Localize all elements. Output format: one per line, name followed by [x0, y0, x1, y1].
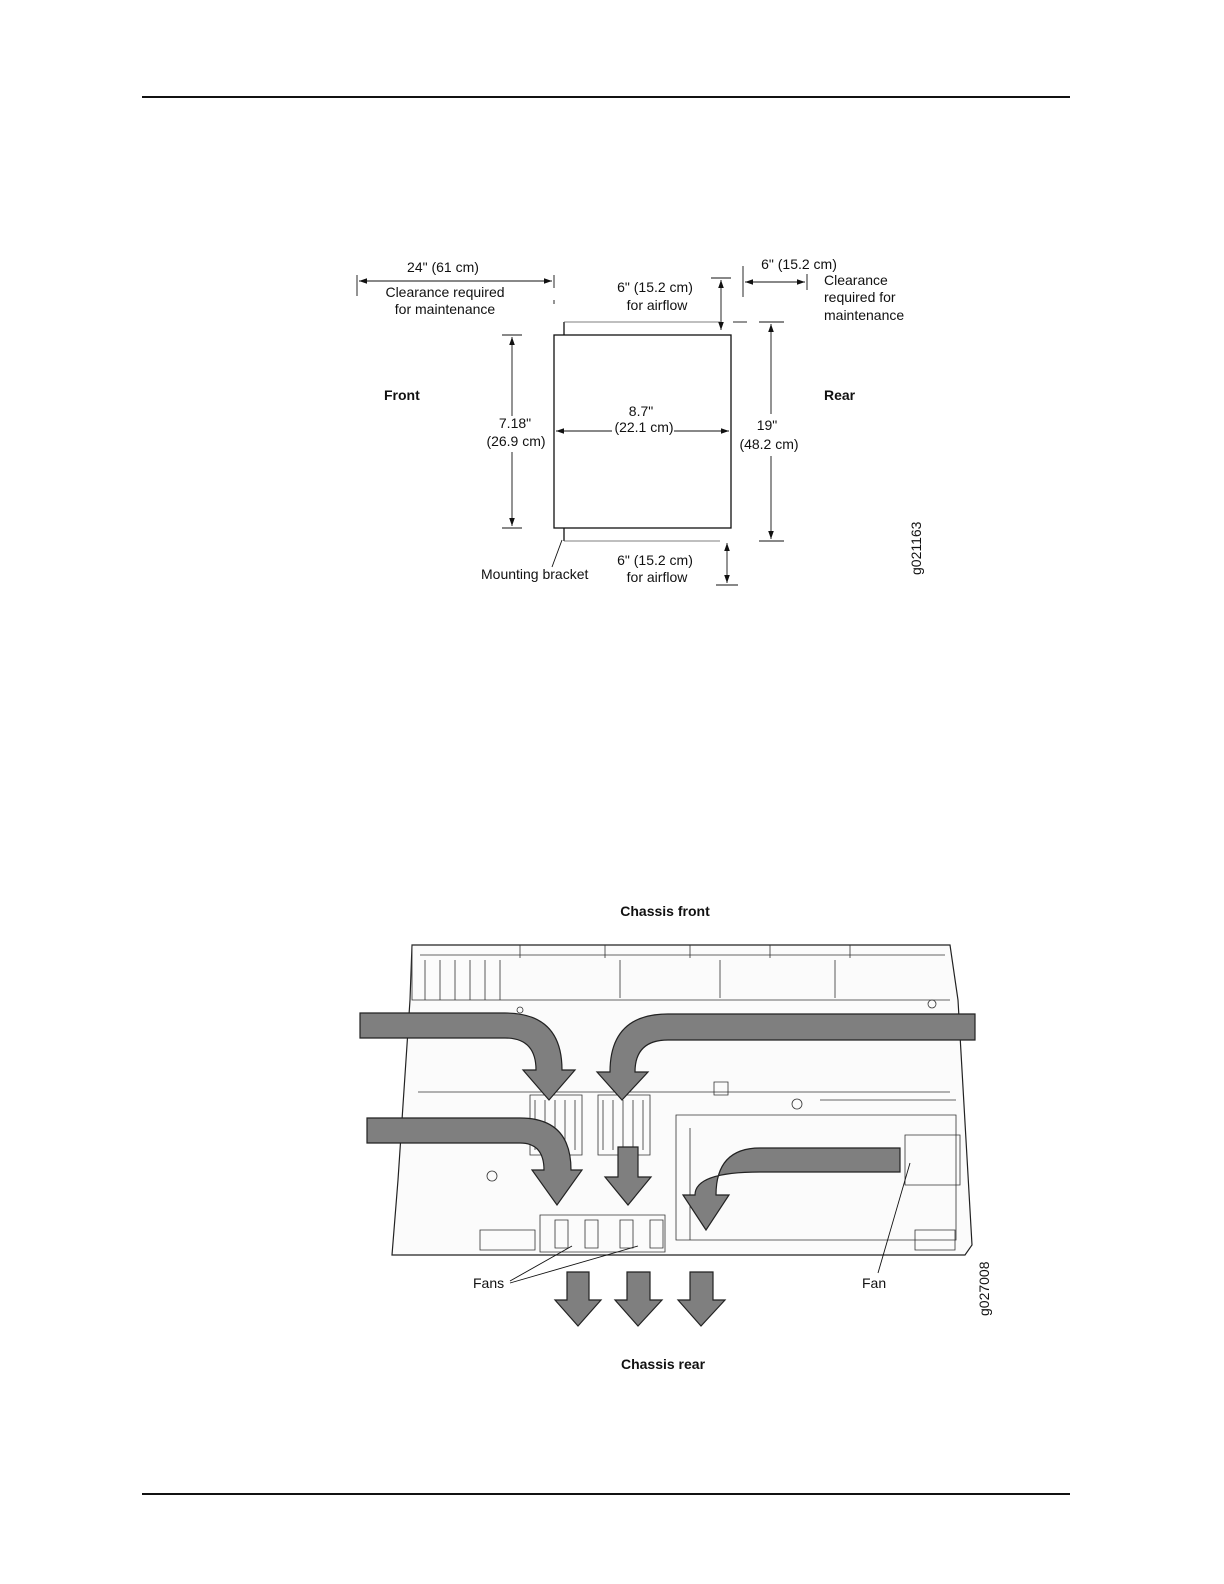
- chassis-rear-label: Chassis rear: [621, 1356, 706, 1372]
- depth-1: 19": [757, 417, 778, 433]
- figure-id-1: g021163: [908, 521, 924, 575]
- height-1: 7.18": [499, 415, 531, 431]
- airflow-arrow-exhaust-2: [615, 1272, 662, 1326]
- width-1: 8.7": [629, 403, 653, 419]
- clearance-maint-left-2: for maintenance: [395, 301, 496, 317]
- airflow-bottom-2: for airflow: [627, 569, 689, 585]
- height-2: (26.9 cm): [486, 433, 545, 449]
- clearance-diagram: 24" (61 cm) Clearance required for maint…: [357, 256, 924, 585]
- airflow-top-1: 6" (15.2 cm): [617, 279, 693, 295]
- clearance-right-1: Clearance: [824, 272, 888, 288]
- mounting-bracket-label: Mounting bracket: [481, 566, 589, 582]
- airflow-bottom-1: 6" (15.2 cm): [617, 552, 693, 568]
- clearance-maint-left-1: Clearance required: [385, 284, 504, 300]
- airflow-top-2: for airflow: [627, 297, 689, 313]
- airflow-diagram: Chassis front: [360, 903, 992, 1372]
- figure-id-2: g027008: [976, 1261, 992, 1316]
- fan-label: Fan: [862, 1275, 886, 1291]
- rear-label: Rear: [824, 387, 856, 403]
- dim-top-left: 24" (61 cm): [407, 259, 479, 275]
- airflow-arrow-exhaust-3: [678, 1272, 725, 1326]
- chassis-front-label: Chassis front: [620, 903, 710, 919]
- mounting-bracket-leader: [552, 540, 562, 567]
- width-2: (22.1 cm): [614, 419, 673, 435]
- front-label: Front: [384, 387, 420, 403]
- dim-top-right: 6" (15.2 cm): [761, 256, 837, 272]
- fans-label: Fans: [473, 1275, 504, 1291]
- clearance-right-2: required for: [824, 289, 896, 305]
- clearance-right-3: maintenance: [824, 307, 904, 323]
- depth-2: (48.2 cm): [739, 436, 798, 452]
- airflow-arrow-exhaust-1: [555, 1272, 601, 1326]
